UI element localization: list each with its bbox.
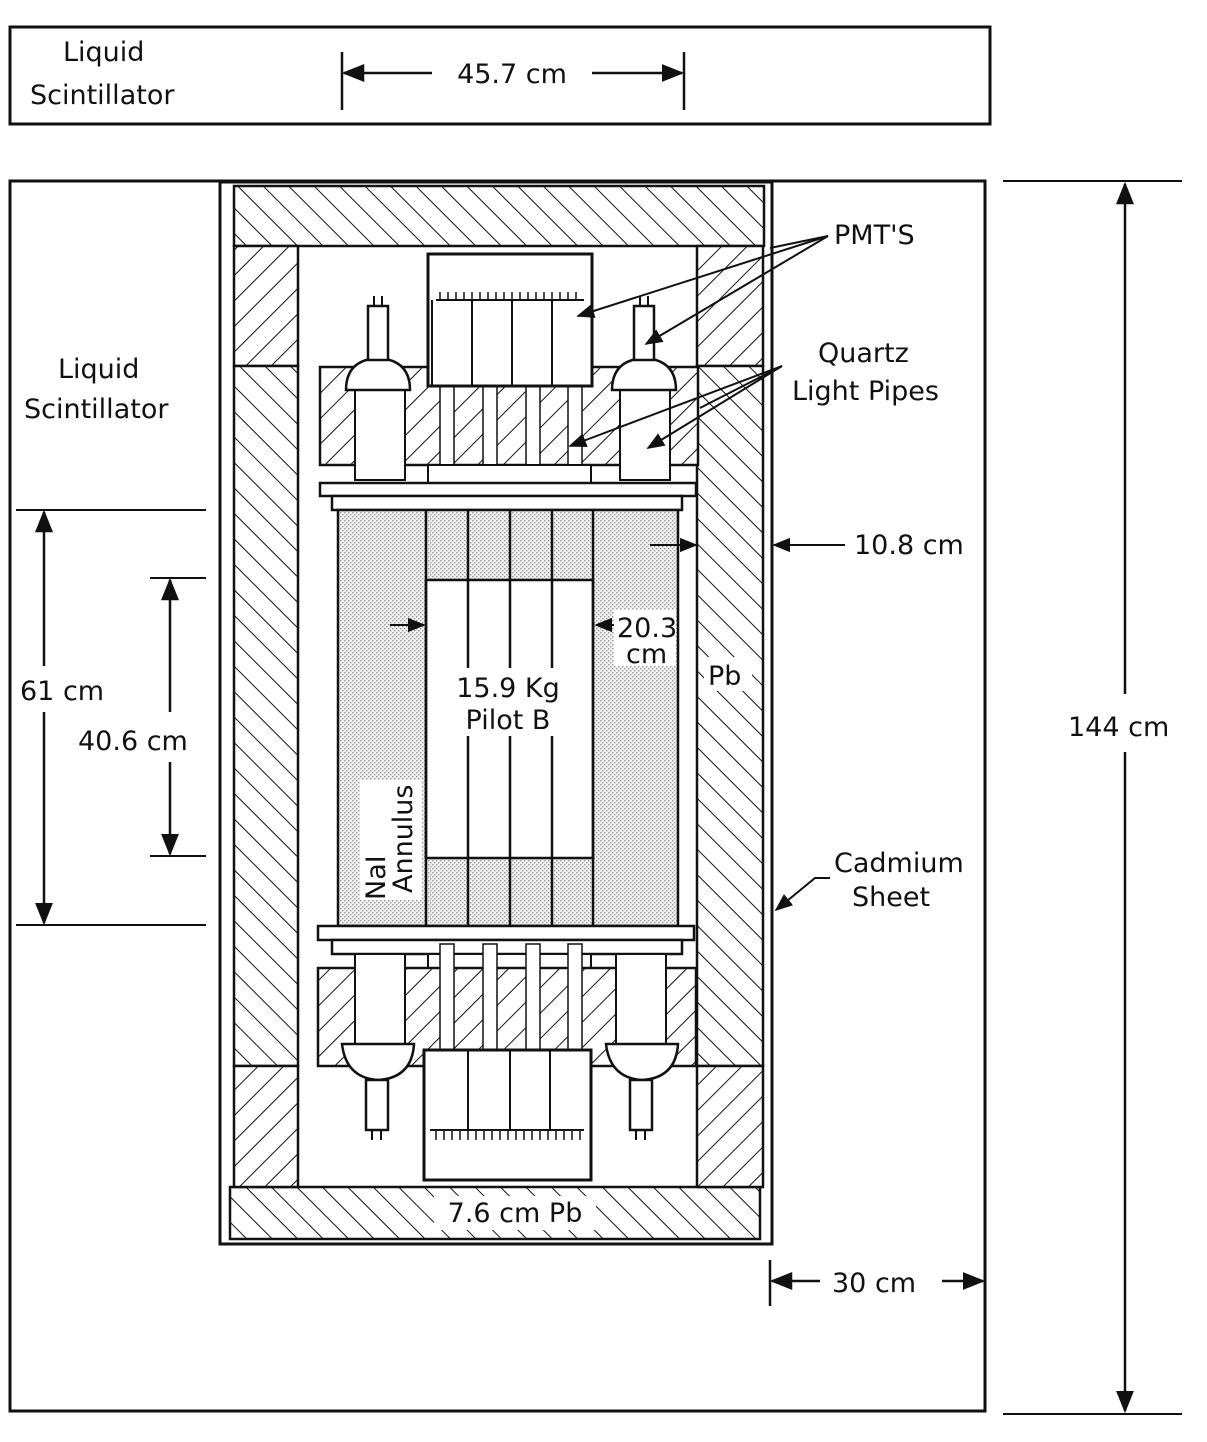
nai-label-1: NaI — [361, 855, 392, 900]
dim-10-8: 10.8 cm — [650, 530, 964, 561]
upper-light-pipe-block — [318, 365, 700, 512]
dim-61: 61 cm — [16, 509, 206, 926]
main-scint-label-2: Scintillator — [24, 394, 169, 425]
bottom-lead-label: 7.6 cm Pb — [448, 1198, 583, 1229]
pmts-callout: PMT'S — [576, 220, 915, 345]
cadmium-label-2: Sheet — [852, 882, 930, 913]
dim-20-3-label-2: cm — [626, 639, 667, 670]
cadmium-callout: Cadmium Sheet — [774, 848, 964, 913]
nai-annulus: NaI Annulus 15.9 Kg Pilot B — [336, 508, 680, 928]
dim-40-6-label: 40.6 cm — [78, 726, 188, 757]
quartz-callout: Quartz Light Pipes — [568, 338, 939, 449]
top-scintillator-box: Liquid Scintillator 45.7 cm — [8, 25, 992, 126]
dim-61-label: 61 cm — [20, 676, 104, 707]
dim-10-8-label: 10.8 cm — [854, 530, 964, 561]
cadmium-sheet-outline — [218, 180, 774, 1246]
bottom-lead-label-group: 7.6 cm Pb — [434, 1196, 596, 1230]
quartz-label-2: Light Pipes — [792, 376, 939, 407]
dim-20-3-label-1: 20.3 — [617, 613, 677, 644]
dim-144: 144 cm — [1003, 180, 1182, 1415]
cadmium-label-1: Cadmium — [834, 848, 964, 879]
top-scint-label-2: Scintillator — [30, 80, 175, 111]
dim-20-3: 20.3 cm — [390, 610, 677, 670]
crystal-type-label: Pilot B — [466, 705, 551, 736]
lower-pmt-cluster — [340, 1042, 680, 1182]
crystal-mass-label: 15.9 Kg — [456, 673, 560, 704]
quartz-label-1: Quartz — [818, 338, 909, 369]
dim-30-label: 30 cm — [832, 1268, 916, 1299]
top-scint-label-1: Liquid — [63, 37, 144, 68]
nai-label-2: Annulus — [388, 785, 419, 894]
lead-shield — [218, 180, 774, 1246]
pmts-label: PMT'S — [834, 220, 915, 251]
pb-label: Pb — [708, 661, 741, 692]
dim-30: 30 cm — [768, 1260, 986, 1306]
upper-pmt-cluster — [344, 252, 678, 392]
main-scint-label-1: Liquid — [58, 354, 139, 385]
dim-144-label: 144 cm — [1068, 712, 1169, 743]
dim-40-6: 40.6 cm — [78, 577, 206, 857]
width-dimension-45-7: 45.7 cm — [457, 59, 567, 90]
pb-label-group: Pb — [704, 657, 752, 692]
